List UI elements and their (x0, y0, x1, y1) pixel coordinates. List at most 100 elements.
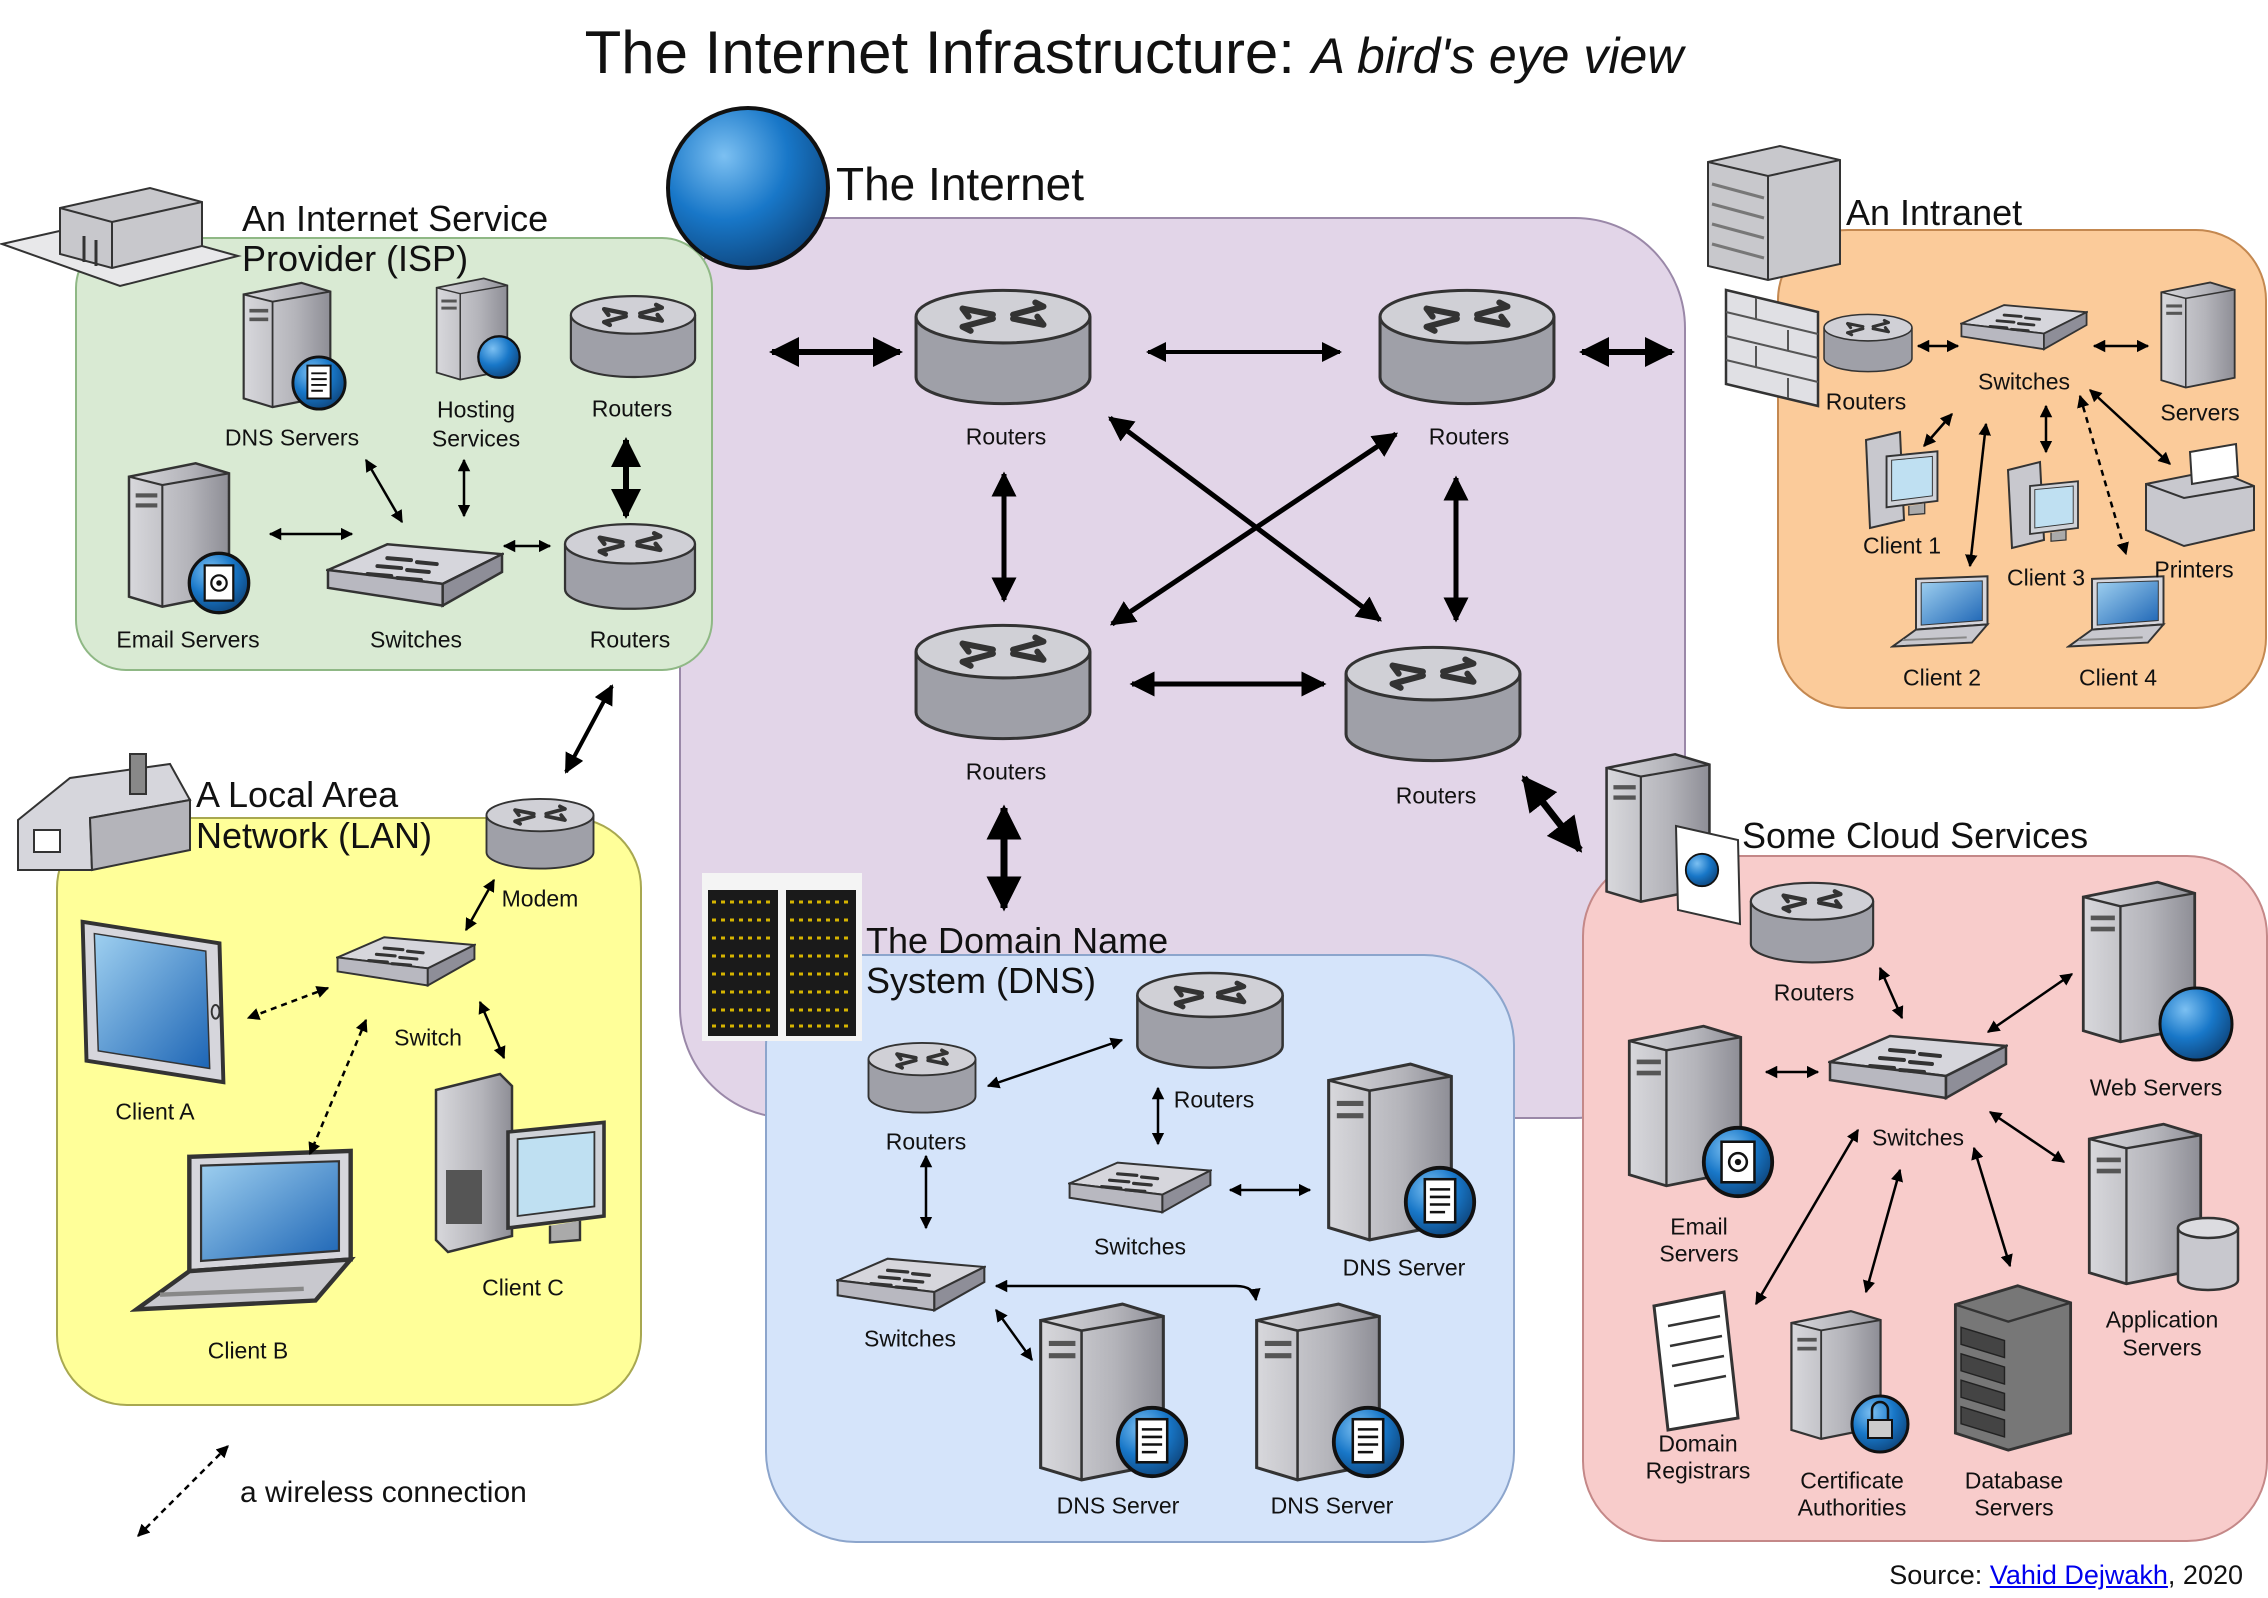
internet-globe-icon (666, 106, 830, 270)
dns-server-2 (1039, 1302, 1189, 1482)
intranet-client-4-label: Client 4 (2079, 664, 2157, 691)
cloud-routers-label: Routers (1773, 979, 1855, 1006)
internet-links (564, 337, 1675, 912)
intranet-client-3-label: Client 3 (2007, 564, 2085, 591)
dns-switches-right-label: Switches (1093, 1233, 1187, 1260)
dns-region-title-1: The Domain Name (866, 920, 1169, 961)
isp-building-icon (0, 186, 242, 288)
dns-rack-icon (702, 873, 862, 1041)
internet-router-4 (1346, 647, 1520, 760)
lan-region-title-2: Network (LAN) (196, 815, 433, 856)
dns-server-3 (1255, 1302, 1405, 1482)
isp-router-bottom (565, 524, 695, 609)
lan-links (246, 878, 506, 1156)
cloud-db-label-2: Servers (1974, 1494, 2054, 1521)
isp-region-title-2: Provider (ISP) (242, 238, 469, 279)
cloud-domain-registrar (1652, 1290, 1740, 1432)
cloud-email-label-2: Servers (1659, 1240, 1739, 1267)
isp-dns-servers-label: DNS Servers (224, 424, 360, 451)
intranet-region-title: An Intranet (1846, 192, 2023, 233)
internet-router-3-label: Routers (965, 758, 1047, 785)
cloud-app-label-2: Servers (2122, 1334, 2202, 1361)
title-main: The Internet Infrastructure: (584, 19, 1295, 86)
isp-links (268, 437, 641, 553)
dns-region-title-2: System (DNS) (866, 960, 1097, 1001)
cloud-db-label-1: Database (1964, 1467, 2064, 1494)
intranet-servers (2160, 281, 2236, 389)
intranet-client-1-label: Client 1 (1863, 532, 1941, 559)
cloud-cert-label-1: Certificate (1800, 1467, 1904, 1494)
dns-routers-left-label: Routers (885, 1128, 967, 1155)
dns-server-3-label: DNS Server (1270, 1492, 1394, 1519)
intranet-printer (2145, 442, 2255, 548)
cloud-cert-label-2: Authorities (1797, 1494, 1907, 1521)
cloud-router (1751, 883, 1873, 963)
lan-region-title-1: A Local Area (196, 774, 399, 815)
dns-router-left (866, 1040, 978, 1115)
firewall-icon (1724, 288, 1820, 408)
internet-router-2 (1380, 290, 1554, 403)
page-title: The Internet Infrastructure: A bird's ey… (0, 18, 2268, 87)
cloud-domain-label-1: Domain (1658, 1430, 1738, 1457)
isp-dns-server (242, 281, 347, 411)
intranet-links (1916, 339, 2171, 568)
cloud-domain-label-2: Registrars (1645, 1457, 1751, 1484)
cloud-server-icon (1605, 752, 1742, 926)
cloud-database-rack (1953, 1284, 2073, 1452)
lan-modem-label: Modem (501, 885, 579, 912)
lan-client-b-label: Client B (207, 1337, 289, 1364)
source-credit: Source: Vahid Dejwakh, 2020 (1889, 1560, 2243, 1591)
title-sub: A bird's eye view (1311, 28, 1684, 84)
source-suffix: , 2020 (2167, 1560, 2243, 1590)
isp-routers-top-label: Routers (591, 395, 673, 422)
cloud-application-server (2087, 1122, 2240, 1292)
isp-routers-bottom-label: Routers (589, 626, 671, 653)
intranet-switches-label: Switches (1977, 368, 2071, 395)
dns-switches-left-label: Switches (863, 1325, 957, 1352)
source-author-link[interactable]: Vahid Dejwakh (1989, 1560, 2168, 1590)
internet-region-title: The Internet (836, 158, 1085, 210)
lan-client-a-label: Client A (115, 1098, 195, 1125)
isp-hosting-server (435, 277, 521, 381)
internet-router-3 (916, 625, 1090, 738)
dns-server-1 (1327, 1062, 1477, 1242)
wireless-legend-label: a wireless connection (240, 1476, 527, 1509)
dns-routers-right-label: Routers (1173, 1086, 1255, 1113)
cloud-web-server (2081, 880, 2234, 1062)
intranet-servers-label: Servers (2160, 399, 2240, 426)
dns-server-1-label: DNS Server (1342, 1254, 1466, 1281)
lan-modem (484, 796, 596, 871)
cloud-switches-label: Switches (1871, 1124, 1965, 1151)
isp-switches-label: Switches (369, 626, 463, 653)
internet-router-1-label: Routers (965, 423, 1047, 450)
cloud-region-title: Some Cloud Services (1742, 815, 2089, 856)
source-prefix: Source: (1889, 1560, 1990, 1590)
isp-region-title-1: An Internet Service (242, 198, 549, 239)
isp-email-servers-label: Email Servers (116, 626, 260, 653)
internet-router-4-label: Routers (1395, 782, 1477, 809)
lan-client-a-tablet (83, 922, 224, 1082)
wireless-legend-arrow (137, 1445, 229, 1537)
isp-router-top (571, 296, 695, 377)
intranet-client-2-label: Client 2 (1903, 664, 1981, 691)
lan-switch-label: Switch (394, 1024, 462, 1051)
internet-router-1 (916, 290, 1090, 403)
intranet-building-icon (1707, 144, 1841, 282)
cloud-email-label-1: Email (1670, 1213, 1728, 1240)
dns-server-2-label: DNS Server (1056, 1492, 1180, 1519)
intranet-client-3 (2006, 460, 2079, 550)
cloud-certificate-server (1790, 1309, 1910, 1454)
intranet-printers-label: Printers (2154, 556, 2234, 583)
cloud-links (1754, 966, 2074, 1306)
cloud-app-label-1: Application (2105, 1306, 2219, 1333)
isp-hosting-label-2: Services (431, 425, 521, 452)
internet-router-2-label: Routers (1428, 423, 1510, 450)
lan-client-c-label: Client C (482, 1274, 564, 1301)
cloud-web-servers-label: Web Servers (2089, 1074, 2223, 1101)
isp-hosting-label-1: Hosting (437, 396, 515, 423)
dns-router-right (1137, 973, 1282, 1068)
dns-links (919, 1037, 1312, 1362)
intranet-routers-label: Routers (1825, 388, 1907, 415)
intranet-router (1822, 312, 1914, 374)
